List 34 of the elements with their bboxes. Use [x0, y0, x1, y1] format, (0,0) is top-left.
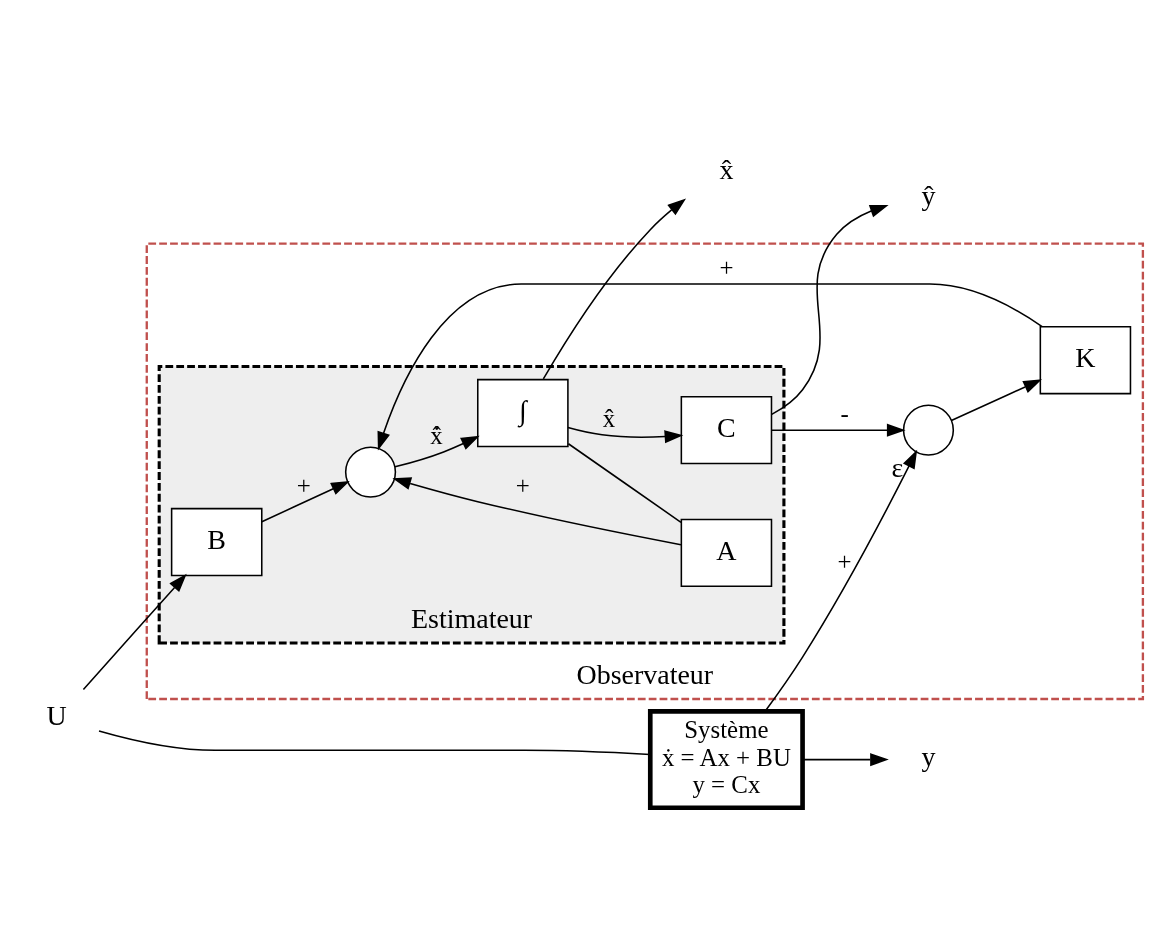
arrow: [392, 477, 682, 546]
node-text: ŷ: [921, 180, 936, 212]
edge-label: +: [719, 254, 734, 281]
node-box: Système ẋ = Ax + BU y = Cx: [647, 709, 805, 811]
edge-label: +: [296, 471, 311, 499]
arrow: [542, 198, 687, 380]
node-box: C: [680, 395, 773, 465]
edge-label: x̂̇: [430, 421, 443, 449]
arrow: [770, 423, 906, 437]
edge-label: x̂: [602, 404, 616, 432]
arrow: [82, 573, 187, 691]
connector: [567, 442, 682, 524]
node-label: ε: [891, 452, 904, 484]
edge-label: -: [840, 400, 849, 428]
arrow: [950, 379, 1042, 422]
arrow: [801, 753, 889, 767]
arrow: [377, 283, 1043, 451]
connector: [98, 730, 651, 756]
node-box: A: [680, 518, 773, 588]
arrow: [567, 426, 684, 444]
node-text: U: [46, 699, 67, 731]
node-circle: [344, 446, 397, 498]
node-box: K: [1039, 326, 1132, 395]
node-box: ∫: [477, 378, 569, 448]
edge-label: +: [837, 547, 852, 575]
arrow: [764, 449, 918, 712]
node-circle: [902, 404, 955, 456]
arrow: [261, 481, 350, 523]
node-text: y: [921, 741, 936, 773]
node-box: B: [170, 507, 263, 577]
edge-label: +: [515, 471, 530, 499]
arrow: [394, 435, 480, 468]
arrow: [770, 204, 889, 416]
node-text: x̂: [719, 154, 734, 186]
